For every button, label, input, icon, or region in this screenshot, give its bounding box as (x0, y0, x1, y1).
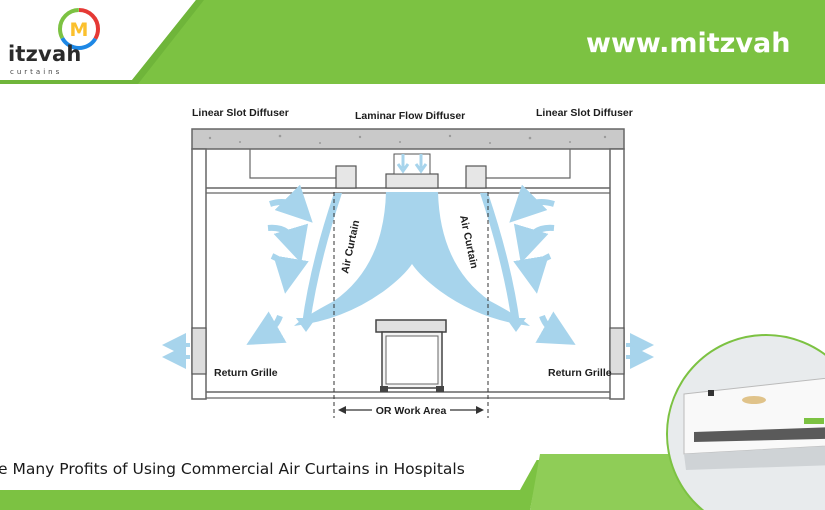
logo-mark-icon: M (58, 8, 100, 50)
label-linear-slot-left: Linear Slot Diffuser (192, 107, 289, 119)
logo-letter: M (70, 19, 89, 41)
website-url[interactable]: www.mitzvah (586, 28, 791, 59)
label-air-curtain-right: Air Curtain (457, 214, 480, 270)
brand-name: itzvah (8, 42, 82, 66)
header-banner (0, 0, 825, 84)
brand-logo[interactable]: M itzvah curtains (0, 4, 130, 84)
label-work-area: OR Work Area (376, 405, 447, 417)
label-linear-slot-right: Linear Slot Diffuser (536, 107, 633, 119)
brand-tagline: curtains (10, 68, 63, 76)
label-return-grille-right: Return Grille (548, 367, 612, 379)
air-curtain-unit-photo (666, 334, 825, 510)
article-title[interactable]: e Many Profits of Using Commercial Air C… (0, 460, 465, 478)
airflow-diagram: Linear Slot Diffuser Laminar Flow Diffus… (162, 107, 654, 418)
label-return-grille-left: Return Grille (214, 367, 278, 379)
label-laminar-flow: Laminar Flow Diffuser (355, 110, 465, 122)
label-air-curtain-left: Air Curtain (339, 219, 362, 275)
